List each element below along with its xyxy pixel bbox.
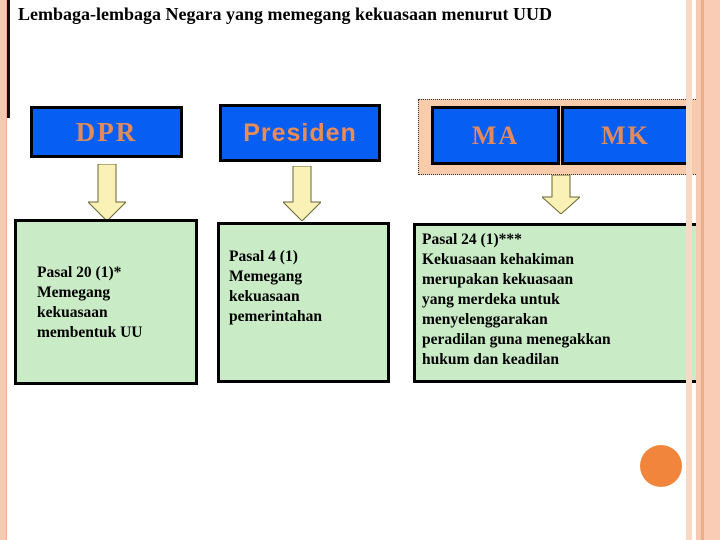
right-accent-stripe-4 [704,0,720,540]
down-arrow-icon [88,164,126,221]
org-box-mk: MK [561,106,690,165]
detail-box-ma-mk: Pasal 24 (1)*** Kekuasaan kehakiman meru… [413,223,700,383]
right-accent-stripe-1 [686,0,692,540]
mk-label: MK [601,120,650,150]
detail-text-presiden: Pasal 4 (1) Memegang kekuasaan pemerinta… [229,248,322,325]
slide-title: Lembaga-lembaga Negara yang memegang kek… [18,4,552,24]
org-box-ma: MA [431,106,560,165]
org-box-group-ma-mk: MA MK [418,99,702,175]
detail-box-presiden: Pasal 4 (1) Memegang kekuasaan pemerinta… [217,222,390,383]
org-box-presiden: Presiden [219,104,381,162]
presiden-label: Presiden [243,118,357,147]
circle-icon [640,445,682,487]
ma-label: MA [471,120,520,150]
right-accent-stripe-2 [696,0,701,540]
left-vertical-rule [7,0,10,118]
down-arrow-icon [283,166,321,221]
dpr-label: DPR [75,116,138,147]
detail-box-dpr: Pasal 20 (1)* Memegang kekuasaan membent… [14,219,198,385]
left-accent-stripe [0,0,7,540]
org-box-dpr: DPR [30,106,183,158]
detail-text-ma-mk: Pasal 24 (1)*** Kekuasaan kehakiman meru… [422,231,611,368]
right-accent-stripe-3 [701,0,704,540]
detail-text-dpr: Pasal 20 (1)* Memegang kekuasaan membent… [37,264,143,341]
down-arrow-icon [542,175,580,214]
